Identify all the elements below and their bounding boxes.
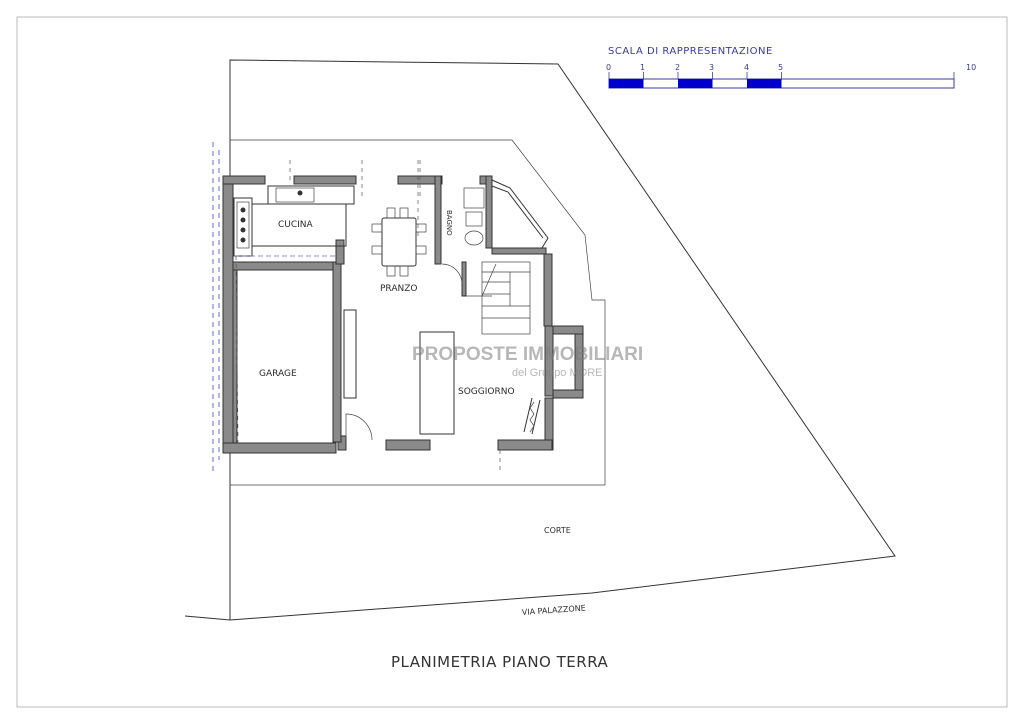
sofa — [419, 331, 455, 435]
street-label: VIA PALAZZONE — [522, 604, 587, 617]
lot-boundary — [229, 59, 896, 621]
scale-bar-title: SCALA DI RAPPRESENTAZIONE — [608, 46, 773, 57]
drawing-title: PLANIMETRIA PIANO TERRA — [391, 653, 609, 671]
scale-bar: SCALA DI RAPPRESENTAZIONE 0 1 2 3 4 5 10 — [606, 46, 976, 89]
kitchen-counter-top — [267, 185, 355, 205]
building-walls — [222, 175, 584, 454]
sheet-border — [16, 16, 1008, 708]
sideboard — [343, 309, 357, 399]
room-label-cucina: CUCINA — [278, 220, 314, 230]
room-label-pranzo: PRANZO — [380, 284, 417, 294]
toilet — [464, 230, 484, 246]
kitchen-island — [251, 203, 347, 247]
scale-tick-4: 4 — [744, 63, 749, 72]
diagonal-wall — [491, 179, 549, 249]
street-line — [184, 615, 231, 621]
watermark-line1: PROPOSTE IMMOBILIARI — [412, 344, 643, 365]
room-label-bagno: BAGNO — [445, 210, 453, 236]
courtyard-outline — [230, 139, 606, 486]
sink-drain — [297, 190, 303, 196]
kitchen-sink — [275, 187, 315, 203]
entrance-door-swing — [345, 413, 373, 441]
kitchen-stove — [236, 201, 250, 249]
scale-tick-1: 1 — [640, 63, 645, 72]
scale-tick-5: 5 — [778, 63, 783, 72]
scale-tick-2: 2 — [675, 63, 680, 72]
staircase — [466, 261, 531, 335]
scale-bar-segment-0-1 — [609, 79, 644, 88]
scale-bar-segment-4-5 — [747, 79, 782, 88]
diagonal-wall-inner — [491, 185, 544, 239]
dining-table — [371, 207, 427, 277]
room-label-garage: GARAGE — [259, 369, 297, 379]
bathroom-fixture-mid — [465, 211, 483, 227]
bathroom-door-swing — [441, 263, 463, 285]
stove-burners — [240, 207, 246, 243]
bathroom-fixture-top — [463, 187, 485, 209]
fireplace — [523, 397, 541, 435]
room-label-corte: CORTE — [544, 526, 571, 535]
scale-tick-0: 0 — [606, 63, 611, 72]
scale-bar-segment-2-3 — [678, 79, 713, 88]
scale-tick-10: 10 — [966, 63, 976, 72]
room-label-soggiorno: SOGGIORNO — [458, 387, 515, 397]
scale-tick-3: 3 — [709, 63, 714, 72]
watermark-line2: del Gruppo MORE — [512, 367, 602, 379]
